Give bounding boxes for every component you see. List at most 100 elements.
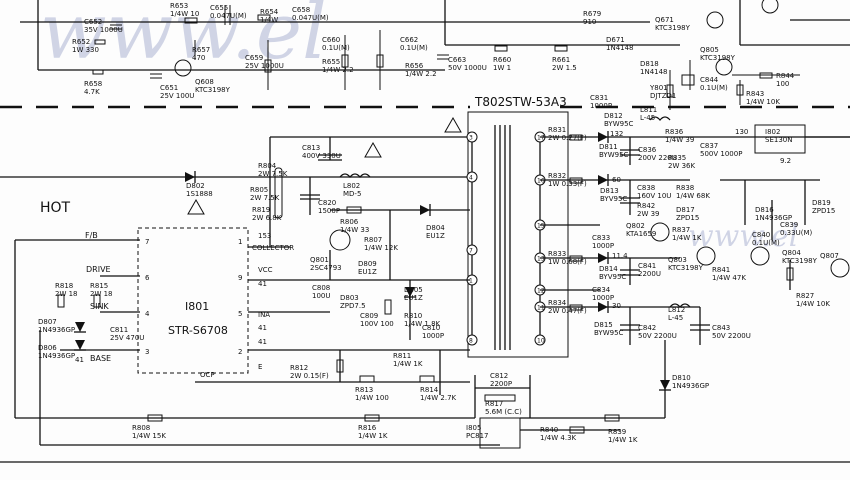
- component-value: 1N4148: [606, 44, 634, 52]
- transformer-pin-number: 8: [469, 338, 473, 345]
- component-ref: Q804: [782, 249, 801, 257]
- component-value: 1W 1: [493, 64, 511, 72]
- transformer-pin-number: 4: [469, 175, 473, 182]
- component-value: 1/4W 1K: [608, 436, 638, 444]
- component-ref: D813: [600, 187, 619, 195]
- component-value: 1/4W 12K: [364, 244, 398, 252]
- transistor-Q807: [830, 258, 850, 278]
- component-value: 100V 100: [360, 320, 394, 328]
- component-value: 2W 7.5K: [250, 194, 280, 202]
- component-value: 0.047U(M): [210, 12, 247, 20]
- hot-label: HOT: [40, 200, 71, 216]
- component-ref: Q608: [195, 78, 214, 86]
- component-ref: R810: [404, 312, 422, 320]
- component-value: 400V 330U: [302, 152, 341, 160]
- ic-I801: [137, 227, 249, 374]
- transformer-pin-number: 3: [469, 135, 473, 142]
- transformer-ref: T802: [474, 95, 505, 109]
- node-voltage: 60: [612, 176, 621, 184]
- ic-pin-number: 41: [258, 338, 267, 346]
- node-voltage: 132: [610, 130, 623, 138]
- component-value: 1N4936GP: [38, 326, 75, 334]
- component-ref: L802: [343, 182, 360, 190]
- component-value: BYV95C: [599, 273, 626, 281]
- component-ref: D815: [594, 321, 613, 329]
- component-ref: R655: [322, 58, 340, 66]
- component-value: ZPD7.5: [340, 302, 366, 310]
- ic-I802: [754, 124, 806, 154]
- component-ref: C659: [245, 54, 263, 62]
- component-value: 2W 0.27(F): [548, 134, 587, 142]
- component-ref: R808: [132, 424, 150, 432]
- component-ref: C811: [110, 326, 128, 334]
- component-value: 1W 330: [72, 46, 99, 54]
- component-ref: R844: [776, 72, 795, 80]
- component-ref: C836: [638, 146, 657, 154]
- transformer-pin: [466, 171, 478, 183]
- component-value: 2W 1.5: [552, 64, 577, 72]
- component-ref: I802: [765, 128, 780, 136]
- top-region: [92, 0, 800, 110]
- ic-pin-number: 5: [238, 310, 242, 318]
- component-ref: Q671: [655, 16, 674, 24]
- optocoupler-I805: [479, 417, 521, 449]
- component-ref: D812: [604, 112, 623, 120]
- component-ref: D819: [812, 199, 831, 207]
- component-ref: D804: [426, 224, 445, 232]
- component-ref: R834: [548, 299, 567, 307]
- component-ref: C812: [490, 372, 508, 380]
- component-value: 1N4936GP: [38, 352, 75, 360]
- component-ref: C839: [780, 221, 798, 229]
- component-ref: R652: [72, 38, 90, 46]
- component-ref: R813: [355, 386, 373, 394]
- ic-part: STR-S6708: [168, 324, 228, 337]
- component-ref: D806: [38, 344, 57, 352]
- component-value: KTC3198Y: [195, 86, 231, 94]
- transformer-pin: [466, 334, 478, 346]
- component-value: BYW95C: [599, 151, 629, 159]
- component-ref: C833: [592, 234, 610, 242]
- transistor-Q803: [696, 246, 716, 266]
- component-ref: R656: [405, 62, 424, 70]
- component-value: 910: [583, 18, 596, 26]
- component-ref: R827: [796, 292, 814, 300]
- component-value: 2W 0.15(F): [290, 372, 329, 380]
- component-ref: Q803: [668, 256, 687, 264]
- component-value: 25V 470U: [110, 334, 144, 342]
- component-value: 1/4W 4.3K: [540, 434, 577, 442]
- component-ref: D802: [186, 182, 205, 190]
- component-value: MD-5: [343, 190, 361, 198]
- component-value: 1W 0.68(F): [548, 258, 587, 266]
- component-ref: D807: [38, 318, 57, 326]
- component-ref: R679: [583, 10, 601, 18]
- component-ref: R661: [552, 56, 570, 64]
- component-ref: R658: [84, 80, 102, 88]
- component-value: 35V 1000U: [84, 26, 123, 34]
- transformer-pin-number: 13: [537, 256, 545, 263]
- ic-pin-number: 9: [238, 274, 242, 282]
- component-ref: R842: [637, 202, 655, 210]
- component-value: 2W 7.5K: [258, 170, 288, 178]
- component-ref: C809: [360, 312, 378, 320]
- component-value: 25V 1000U: [245, 62, 284, 70]
- component-value: 1/4W 100: [355, 394, 389, 402]
- component-value: 2200U: [638, 270, 661, 278]
- component-ref: D817: [676, 206, 695, 214]
- component-ref: Q805: [700, 46, 719, 54]
- resistor-bank: [274, 167, 283, 219]
- component-value: 4.7K: [84, 88, 100, 96]
- component-ref: C840: [752, 231, 770, 239]
- component-value: KTC3198Y: [668, 264, 704, 272]
- component-value: 500V 1000P: [700, 150, 742, 158]
- warning-icon: [187, 198, 205, 215]
- transformer-pin-number: 12: [537, 288, 545, 295]
- ic-pin-label: COLLECTOR: [252, 244, 294, 252]
- transformer-T802: [467, 111, 569, 358]
- component-value: 1/4W 33: [340, 226, 369, 234]
- component-ref: R815: [90, 282, 108, 290]
- component-ref: R814: [420, 386, 439, 394]
- component-value: 1/4W 15K: [132, 432, 166, 440]
- component-value: 1000P: [422, 332, 444, 340]
- component-value: DJTZD1: [650, 92, 676, 100]
- component-value: 2W 18: [55, 290, 78, 298]
